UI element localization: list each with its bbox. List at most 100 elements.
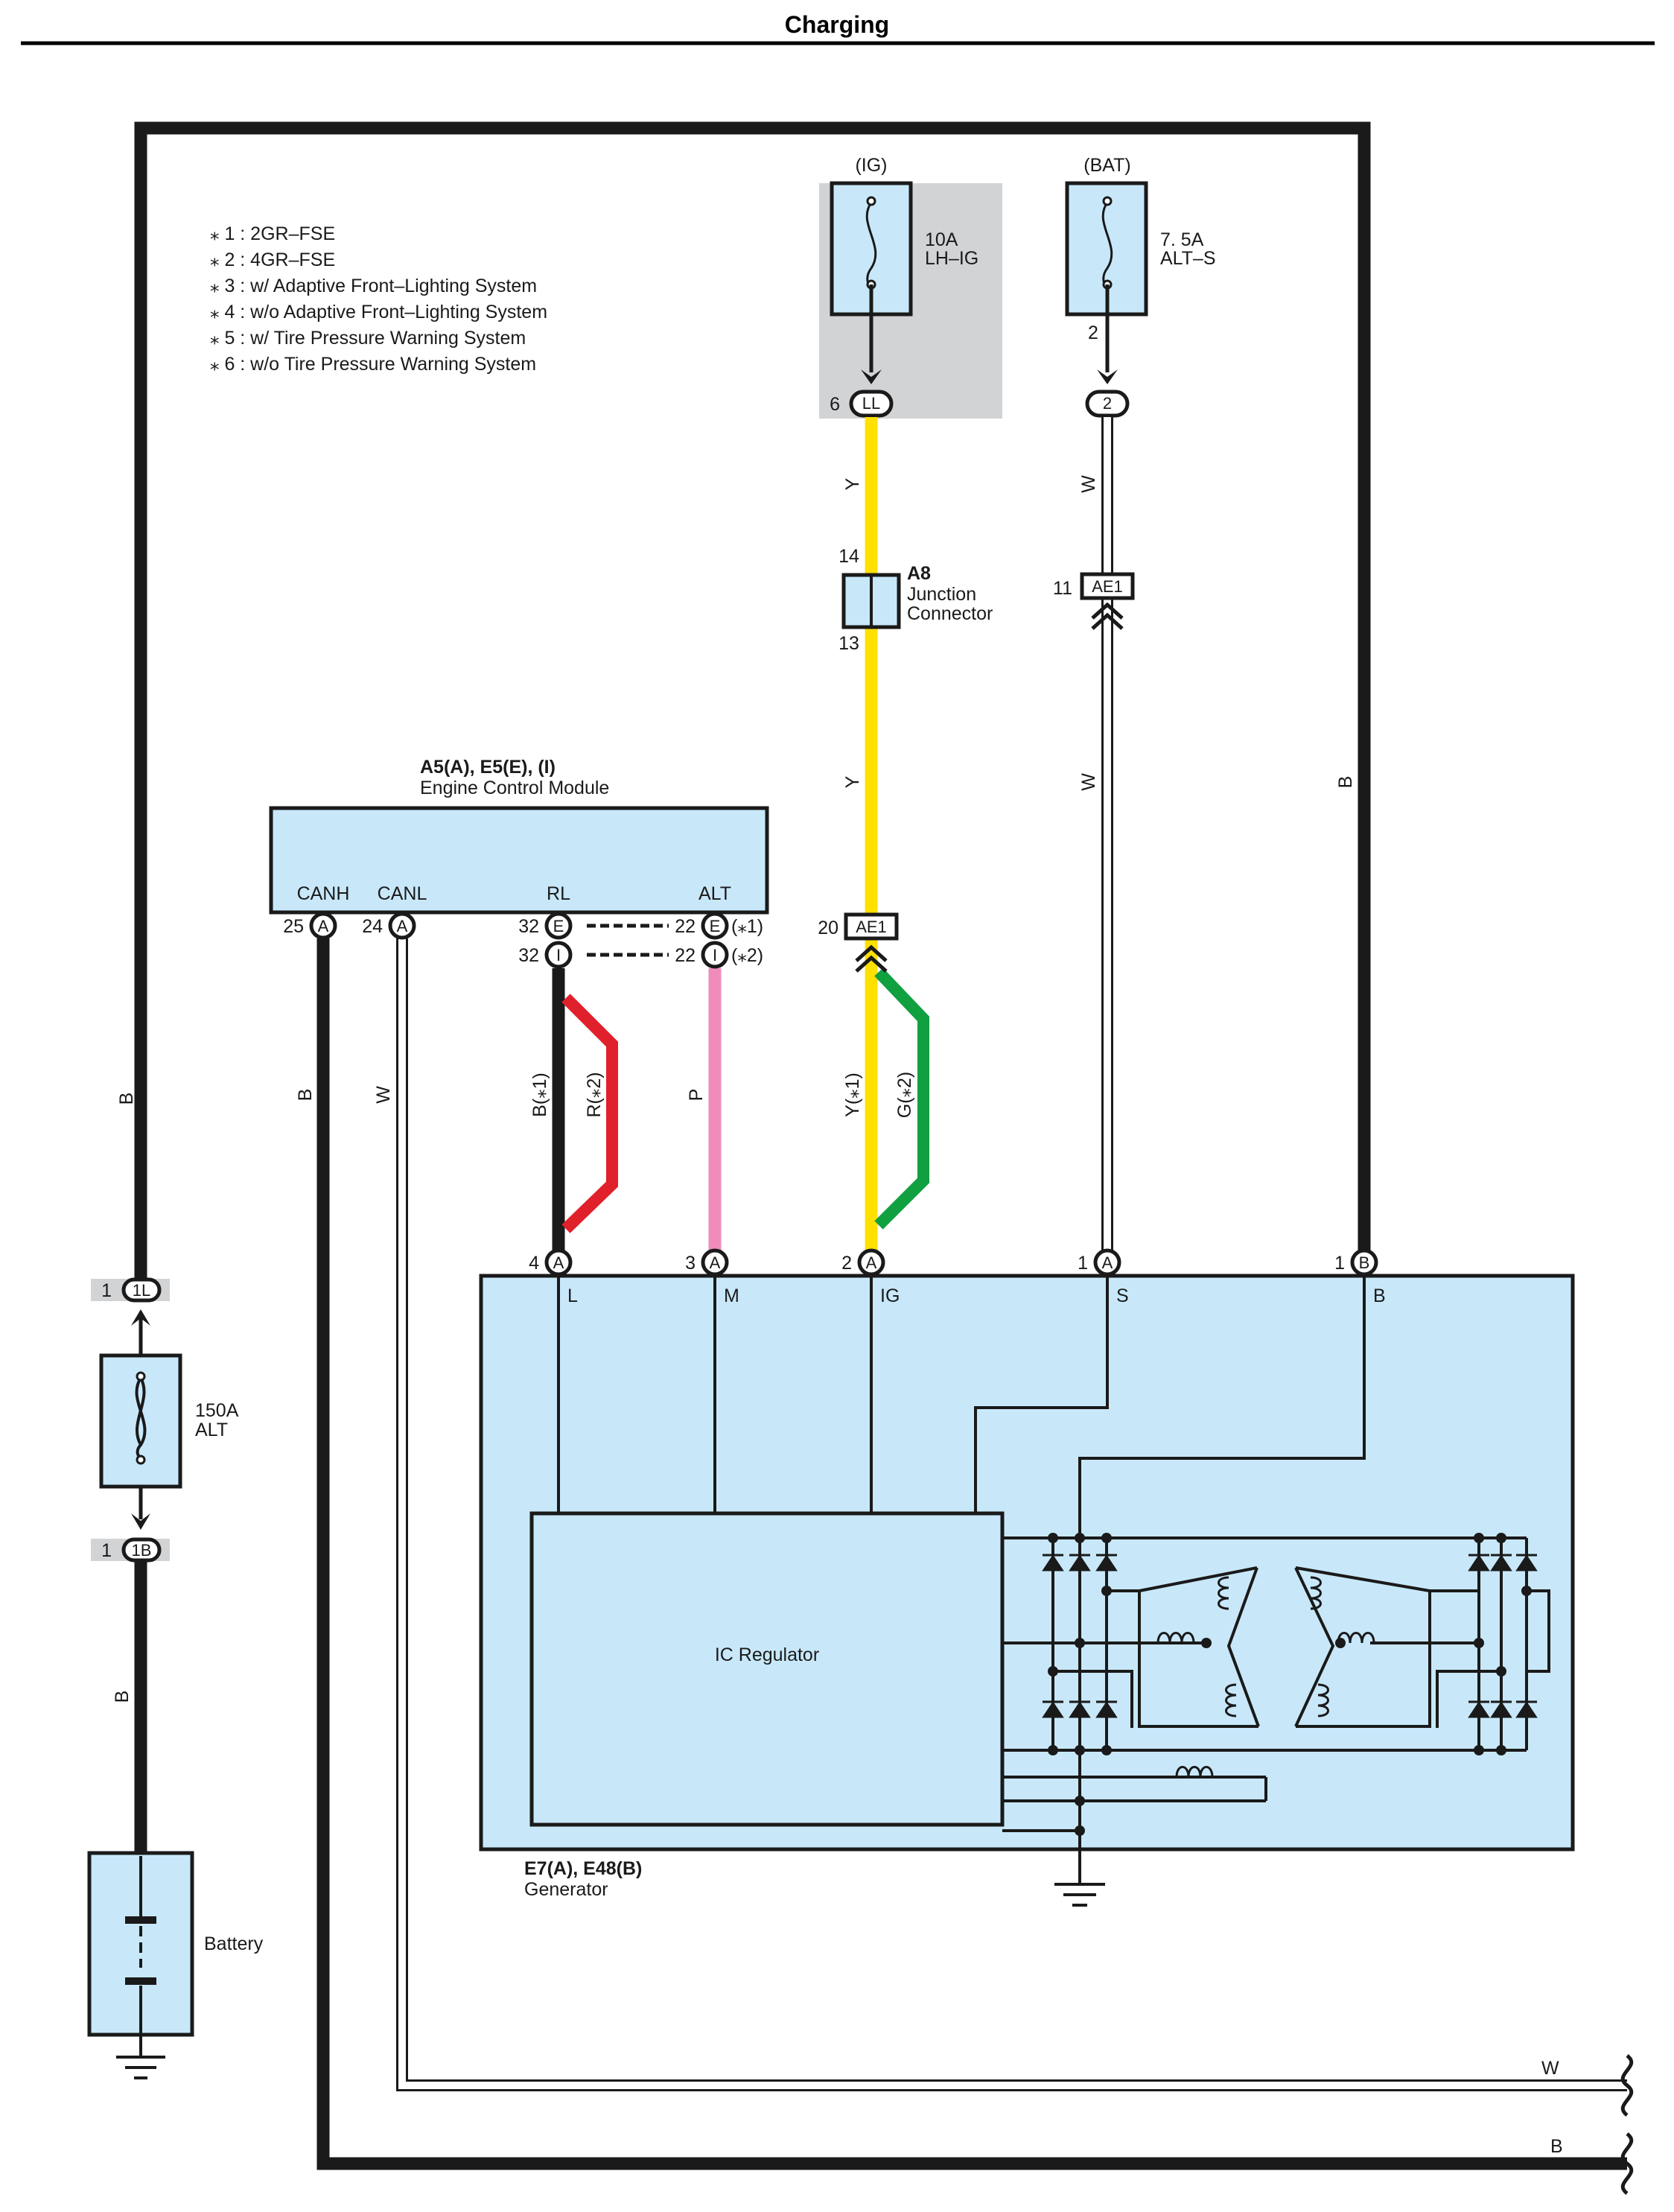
junction-name-1: Junction bbox=[907, 584, 976, 605]
ecm-pin-rl-e: E 32 bbox=[518, 912, 573, 940]
svg-text:24: 24 bbox=[362, 916, 383, 937]
junction-id: A8 bbox=[907, 563, 931, 584]
ecm-terminal-alt: ALT bbox=[698, 883, 731, 904]
svg-text:4: 4 bbox=[529, 1253, 539, 1274]
connector-ae1-ig-pin: 20 bbox=[818, 918, 838, 938]
chevron-up-ae1-ig-icon bbox=[855, 944, 888, 973]
fuse-lh-ig-name: LH–IG bbox=[925, 248, 978, 269]
wire-b-main-loop bbox=[134, 121, 1371, 1292]
connector-ae1-s-label: AE1 bbox=[1092, 577, 1123, 596]
generator-ground-icon bbox=[1054, 1883, 1105, 1907]
note-5: ⁎ 5 : w/ Tire Pressure Warning System bbox=[210, 328, 526, 349]
chevron-up-ae1-s-icon bbox=[1091, 602, 1124, 630]
junction-pin-in: 14 bbox=[838, 546, 859, 567]
svg-text:E: E bbox=[553, 917, 564, 935]
svg-text:25: 25 bbox=[283, 916, 304, 937]
wire-w-canl bbox=[396, 938, 1627, 2091]
ecm-name: Engine Control Module bbox=[420, 778, 609, 798]
svg-text:1: 1 bbox=[1334, 1253, 1345, 1274]
svg-text:32: 32 bbox=[518, 945, 539, 966]
svg-text:A: A bbox=[318, 917, 329, 935]
connector-ae1-ig-label: AE1 bbox=[856, 918, 887, 936]
svg-text:A: A bbox=[553, 1253, 564, 1272]
fuse-alt-terminal-bottom bbox=[136, 1455, 146, 1465]
ig-source-label: (IG) bbox=[855, 155, 887, 176]
junction-name-2: Connector bbox=[907, 603, 993, 624]
bat-source-label: (BAT) bbox=[1083, 155, 1130, 176]
battery-cell-icon bbox=[125, 1856, 156, 2056]
svg-text:B: B bbox=[1359, 1253, 1370, 1272]
connector-1b bbox=[121, 1537, 162, 1563]
gen-pin-m: A 3 M bbox=[685, 1248, 739, 1306]
wire-label-w-s-top: W bbox=[1078, 475, 1099, 493]
wire-label-b-left: B bbox=[116, 1093, 137, 1105]
junction-dots bbox=[1048, 1533, 1532, 1836]
notes-legend: ⁎ 1 : 2GR–FSE ⁎ 2 : 4GR–FSE ⁎ 3 : w/ Ada… bbox=[210, 223, 547, 375]
wire-label-b-right: B bbox=[1335, 776, 1356, 789]
gen-pin-ig: A 2 IG bbox=[841, 1248, 900, 1306]
fuse-lh-ig-rating: 10A bbox=[925, 229, 958, 250]
page-title: Charging bbox=[785, 11, 889, 38]
svg-text:3: 3 bbox=[685, 1253, 696, 1274]
svg-text:A: A bbox=[397, 917, 408, 935]
svg-text:22: 22 bbox=[675, 945, 696, 966]
fuse-alt-s-rating: 7. 5A bbox=[1160, 229, 1204, 250]
fuse-alt-terminal-top bbox=[136, 1371, 146, 1382]
svg-text:L: L bbox=[567, 1285, 578, 1306]
note-6: ⁎ 6 : w/o Tire Pressure Warning System bbox=[210, 354, 536, 375]
svg-text:(⁎2): (⁎2) bbox=[731, 945, 763, 966]
svg-text:S: S bbox=[1116, 1285, 1129, 1306]
wire-b-canh bbox=[316, 938, 1627, 2170]
wire-label-w-s-mid: W bbox=[1078, 773, 1099, 791]
wire-break-b-icon bbox=[1620, 2132, 1634, 2195]
wire-label-b-bottom: B bbox=[1550, 2136, 1563, 2157]
connector-ll-pin: 6 bbox=[830, 394, 840, 415]
arrow-down-1b-icon bbox=[131, 1513, 150, 1530]
fuse-alt-s-name: ALT–S bbox=[1160, 248, 1216, 269]
connector-1l-label: 1L bbox=[133, 1281, 150, 1300]
arrow-down-2-icon bbox=[1097, 369, 1118, 384]
svg-text:I: I bbox=[713, 946, 717, 964]
ic-regulator-label: IC Regulator bbox=[715, 1644, 819, 1665]
svg-text:1: 1 bbox=[1078, 1253, 1088, 1274]
note-2: ⁎ 2 : 4GR–FSE bbox=[210, 250, 335, 270]
junction-pin-out: 13 bbox=[838, 633, 859, 654]
wire-label-b1: B(⁎1) bbox=[529, 1072, 550, 1117]
connector-1b-label: 1B bbox=[132, 1541, 152, 1560]
wire-label-g2: G(⁎2) bbox=[894, 1072, 915, 1119]
arrow-up-1l-icon bbox=[131, 1309, 150, 1326]
engine-control-module bbox=[269, 806, 769, 915]
wire-label-w-bottom: W bbox=[1541, 2058, 1559, 2079]
ecm-pin-canh: A 25 bbox=[283, 912, 337, 940]
connector-ll bbox=[849, 390, 894, 418]
wire-label-w-canl: W bbox=[373, 1086, 394, 1104]
battery-label: Battery bbox=[204, 1933, 264, 1954]
wire-label-y-mid: Y bbox=[842, 775, 863, 788]
fuse-lh-ig-terminal-top bbox=[866, 196, 876, 206]
connector-1l bbox=[121, 1277, 162, 1303]
generator-id: E7(A), E48(B) bbox=[524, 1858, 642, 1879]
svg-text:A: A bbox=[1102, 1253, 1113, 1272]
rectifier-diodes bbox=[1042, 1554, 1538, 1718]
generator-name: Generator bbox=[524, 1879, 608, 1900]
wire-break-w-icon bbox=[1620, 2054, 1634, 2117]
connector-ae1-s bbox=[1080, 572, 1135, 600]
wire-label-b-canh: B bbox=[295, 1089, 316, 1102]
connector-ae1-ig bbox=[844, 912, 899, 941]
ecm-terminal-canh: CANH bbox=[297, 883, 350, 904]
svg-text:A: A bbox=[866, 1253, 877, 1272]
connector-1l-pin: 1 bbox=[101, 1280, 112, 1301]
note-3: ⁎ 3 : w/ Adaptive Front–Lighting System bbox=[210, 276, 537, 296]
gen-pin-l: A 4 L bbox=[529, 1248, 578, 1306]
ecm-pin-alt-e: E 22 (⁎1) bbox=[675, 912, 763, 940]
wire-g-ig-alt bbox=[874, 967, 929, 1230]
arrow-down-ll-icon bbox=[861, 369, 882, 384]
ecm-pin-alt-i: I 22 (⁎2) bbox=[675, 941, 763, 969]
battery-ground-icon bbox=[116, 2056, 165, 2079]
fuse-alt-s-terminal-top bbox=[1102, 196, 1113, 206]
note-4: ⁎ 4 : w/o Adaptive Front–Lighting System bbox=[210, 302, 547, 322]
fuse-alt-s-pin: 2 bbox=[1088, 322, 1098, 343]
wire-label-y1: Y(⁎1) bbox=[842, 1072, 863, 1117]
wire-r-rl-alt bbox=[561, 994, 618, 1233]
